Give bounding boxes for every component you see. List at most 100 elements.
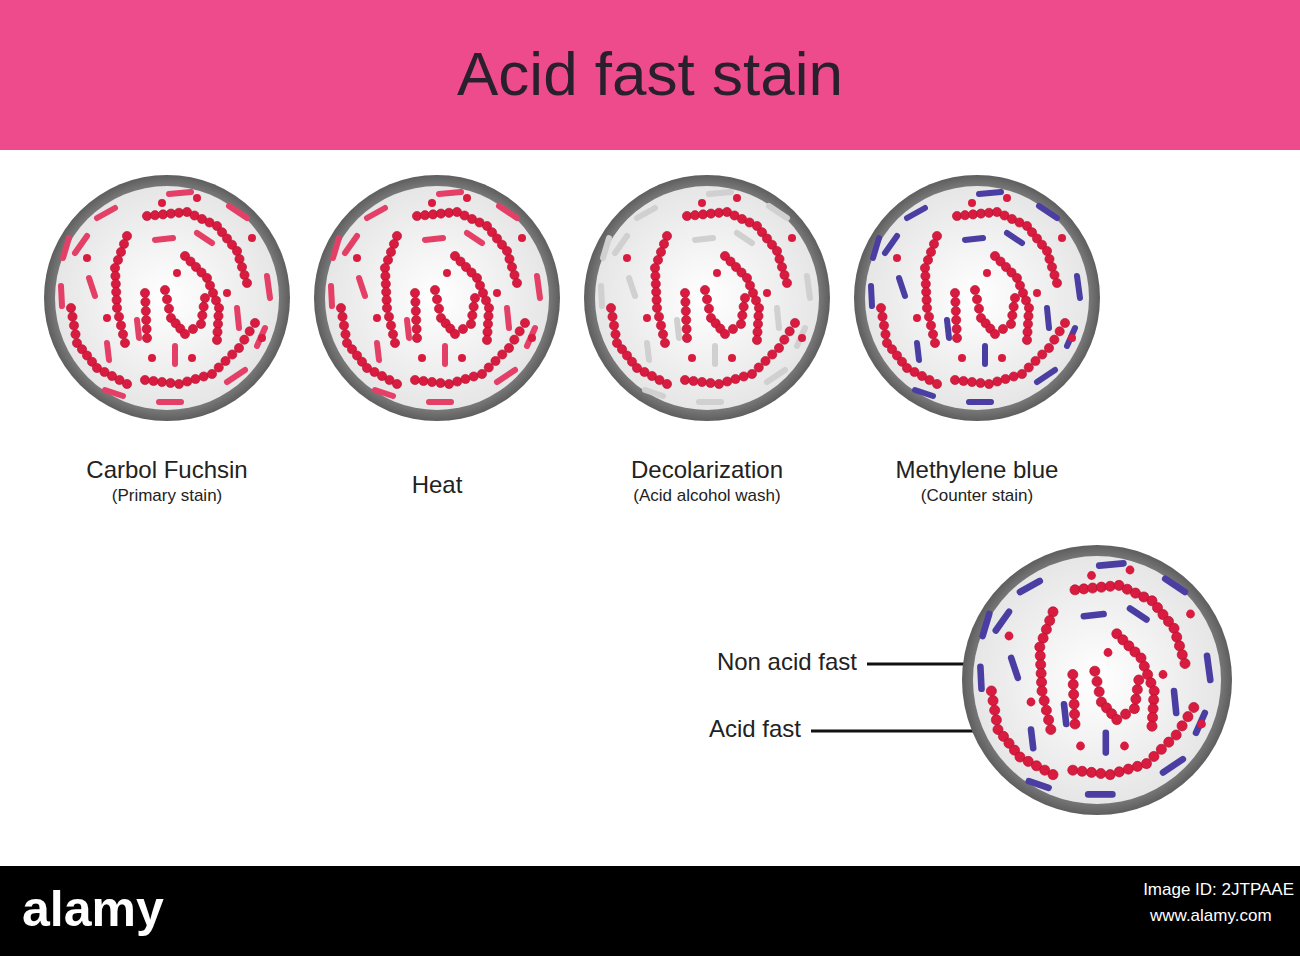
stage-name: Heat [406, 470, 469, 500]
bacillus [237, 308, 239, 328]
coccus [68, 312, 77, 321]
bacillus [647, 343, 649, 360]
coccus [469, 302, 478, 311]
coccus [656, 321, 665, 330]
coccus [736, 319, 745, 328]
dish-field [595, 186, 819, 410]
coccus [69, 321, 78, 330]
coccus [774, 343, 783, 352]
bacillus [709, 192, 731, 194]
petri-dish [44, 175, 290, 421]
bacillus [1084, 614, 1104, 616]
coccus [388, 330, 397, 339]
coccus [71, 330, 80, 339]
bacillus [915, 390, 933, 396]
coccus [998, 354, 1006, 362]
bacillus [197, 233, 212, 243]
footer-band [0, 866, 1300, 956]
coccus [191, 374, 200, 383]
bacillus [645, 390, 663, 396]
coccus [1076, 742, 1085, 751]
coccus [103, 314, 111, 322]
coccus [952, 333, 961, 342]
title: Acid fast stain [0, 38, 1300, 109]
coccus [1044, 343, 1053, 352]
coccus [881, 330, 890, 339]
bacillus [63, 238, 69, 258]
coccus [199, 302, 208, 311]
coccus [353, 254, 361, 262]
coccus [120, 338, 129, 347]
coccus [240, 335, 249, 344]
coccus [428, 199, 436, 207]
coccus [950, 375, 959, 384]
coccus [1070, 719, 1080, 729]
stage-note: (Counter stain) [890, 485, 1065, 507]
dish-rim [314, 175, 560, 421]
coccus [1003, 194, 1011, 202]
bacillus [377, 343, 379, 360]
coccus [879, 321, 888, 330]
coccus [164, 304, 173, 313]
coccus [922, 303, 931, 312]
coccus [788, 234, 796, 242]
coccus [180, 329, 189, 338]
bacillus [969, 399, 991, 405]
coccus [652, 303, 661, 312]
coccus [1052, 278, 1061, 287]
dish-field [865, 186, 1089, 410]
coccus [83, 254, 91, 262]
coccus [1022, 335, 1031, 344]
bacillus [1037, 370, 1055, 382]
coccus [1001, 374, 1010, 383]
bacillus [777, 308, 779, 328]
coccus [434, 304, 443, 313]
coccus [1147, 721, 1157, 731]
coccus [1068, 669, 1078, 679]
bacillus [807, 276, 810, 298]
coccus [66, 303, 75, 312]
coccus [528, 334, 536, 342]
coccus [958, 354, 966, 362]
coccus [390, 338, 399, 347]
coccus [990, 705, 1000, 715]
bacillus [169, 192, 191, 194]
coccus [458, 324, 467, 333]
coccus [142, 324, 151, 333]
bacillus [439, 192, 461, 194]
stage-name: Methylene blue [890, 455, 1065, 485]
coccus [1070, 709, 1080, 719]
bacillus [75, 236, 87, 253]
coccus [1177, 721, 1187, 731]
dish-field [55, 186, 279, 410]
coccus [876, 303, 885, 312]
bacillus [637, 208, 655, 218]
coccus [951, 306, 960, 315]
stage-caption: Decolarization(Acid alcohol wash) [625, 455, 790, 507]
coccus [470, 293, 479, 302]
bacillus [980, 667, 981, 689]
bacillus [885, 236, 897, 253]
bacillus [497, 370, 515, 382]
coccus [728, 354, 736, 362]
bacillus [615, 236, 627, 253]
coccus [1171, 730, 1181, 740]
coccus [341, 330, 350, 339]
coccus [1123, 764, 1133, 774]
coccus [1159, 670, 1168, 679]
coccus [112, 303, 121, 312]
coccus [926, 321, 935, 330]
coccus [682, 315, 691, 324]
coccus [384, 312, 393, 321]
coccus [142, 333, 151, 342]
coccus [1094, 687, 1104, 697]
coccus [740, 293, 749, 302]
stage-caption: Carbol Fuchsin(Primary stain) [80, 455, 254, 507]
coccus [972, 295, 981, 304]
coccus [1132, 761, 1142, 771]
coccus [188, 354, 196, 362]
coccus [913, 314, 921, 322]
coccus [1186, 610, 1195, 619]
coccus [738, 311, 747, 320]
coccus [1010, 293, 1019, 302]
